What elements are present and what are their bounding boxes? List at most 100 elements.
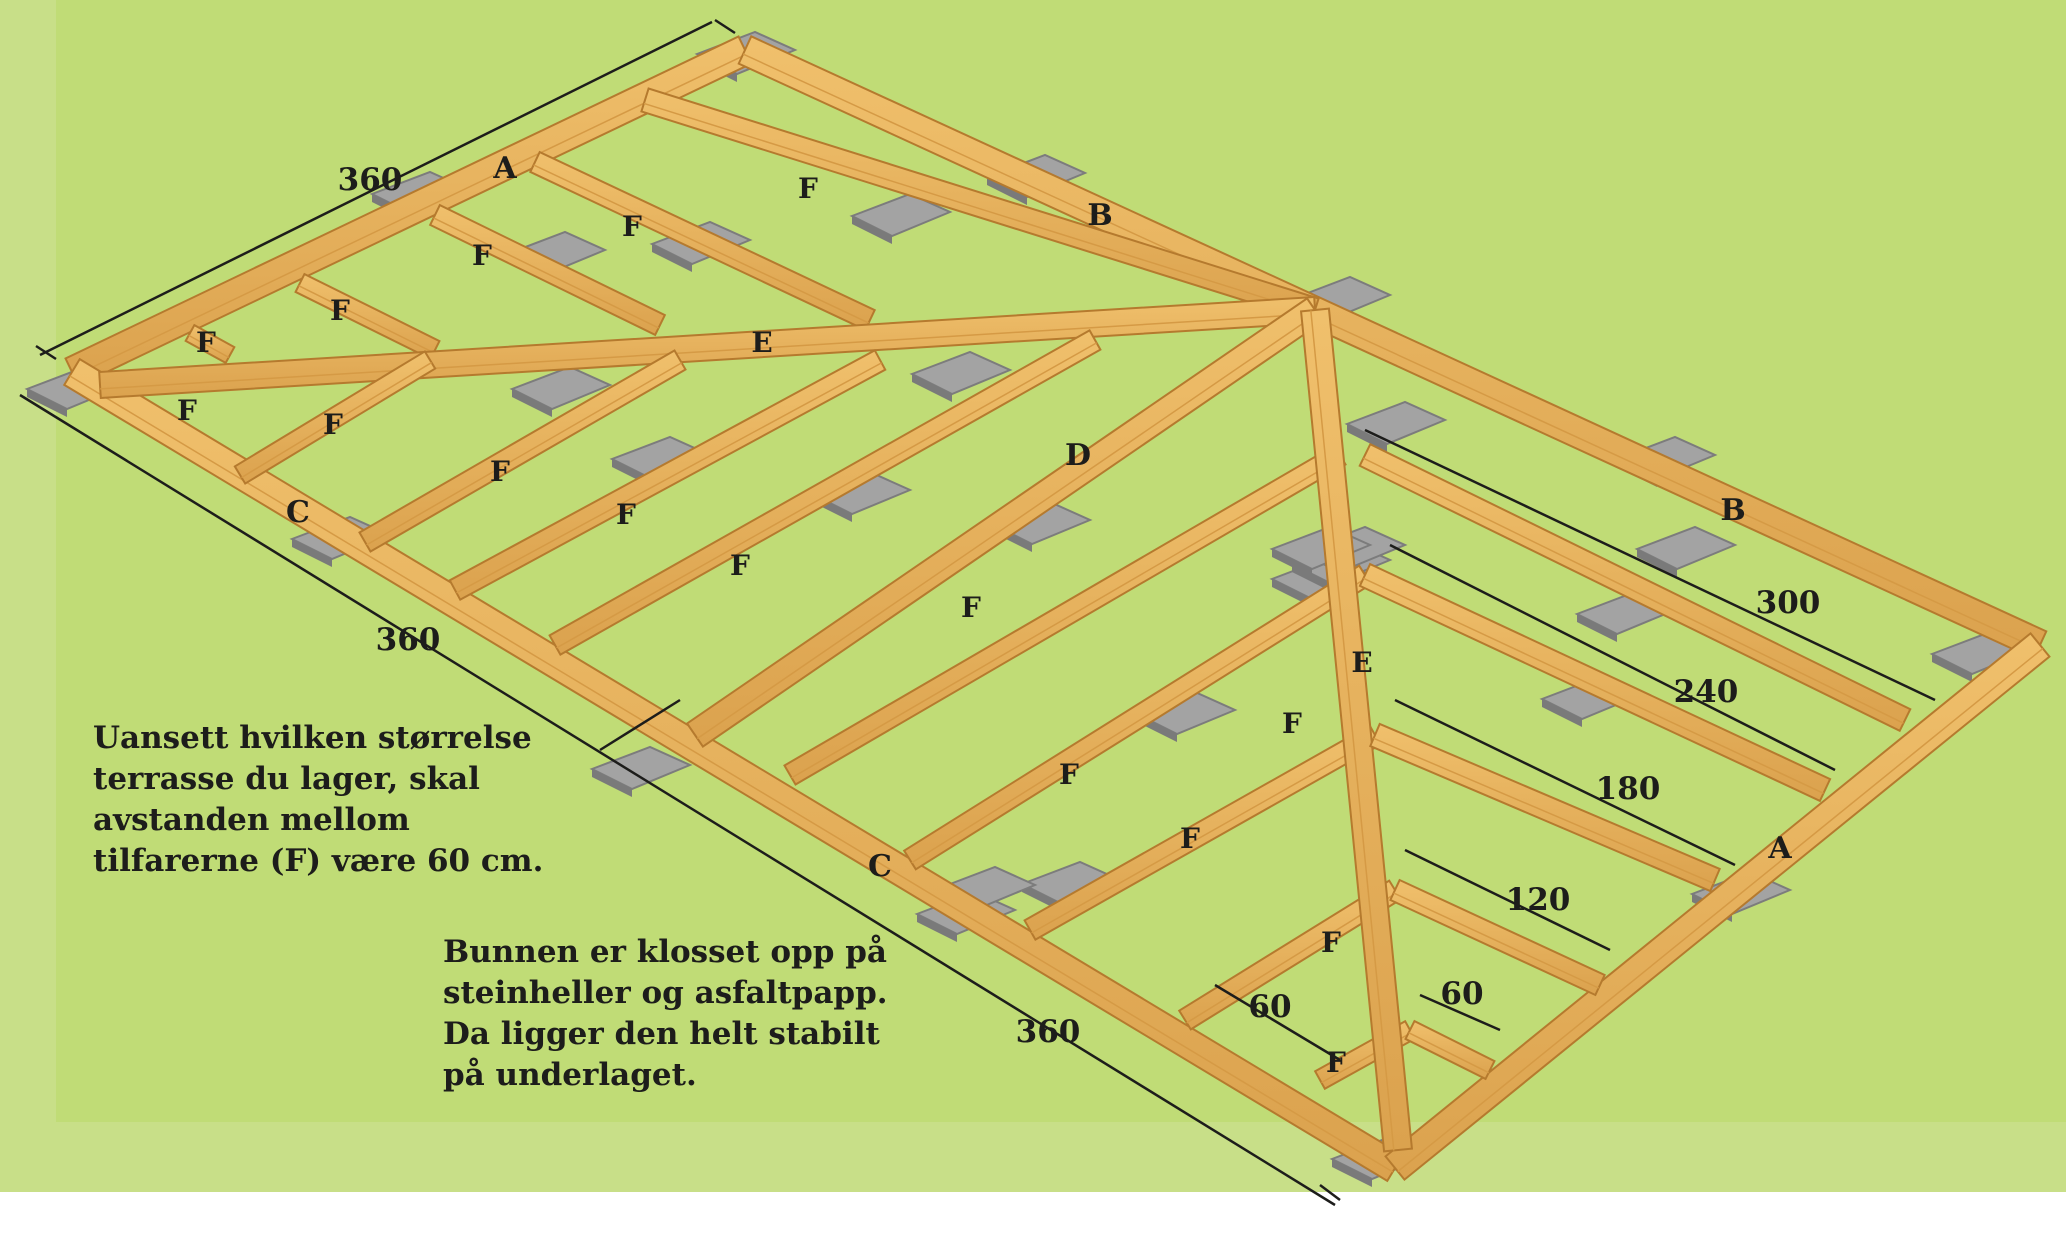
- label-joist-f: F: [330, 294, 350, 327]
- wood-grain: [533, 164, 869, 324]
- label-joist-f: F: [961, 591, 981, 624]
- label-joist-f: F: [616, 498, 636, 531]
- wood-beam: [902, 564, 1373, 871]
- wood-grain: [556, 342, 1097, 649]
- label-joist-f: F: [196, 326, 216, 359]
- label-d60-left: 60: [1248, 989, 1291, 1025]
- wood-grain: [1363, 457, 1904, 724]
- stone-slab-side: [1332, 1159, 1372, 1187]
- label-b-right: B: [1720, 493, 1745, 528]
- label-d60-right: 60: [1440, 976, 1483, 1012]
- label-joist-f: F: [1321, 926, 1341, 959]
- wood-grain: [433, 217, 659, 329]
- dimension-line: [19, 393, 1336, 1207]
- wood-grain: [1373, 737, 1714, 885]
- wood-grain: [791, 457, 1343, 779]
- wood-grain: [1408, 1032, 1489, 1074]
- stone-slab-side: [912, 374, 952, 402]
- label-d300: 300: [1756, 585, 1821, 621]
- label-d180: 180: [1596, 771, 1661, 807]
- dimension-line: [599, 698, 681, 752]
- label-joist-f: F: [323, 408, 343, 441]
- dimension-line: [39, 20, 713, 357]
- wood-grain: [911, 577, 1368, 864]
- wood-grain: [1310, 310, 1395, 1151]
- wood-grain: [366, 362, 683, 546]
- label-joist-f: F: [1180, 822, 1200, 855]
- stone-slab: [849, 192, 953, 238]
- label-e-upper: E: [751, 326, 772, 359]
- label-joist-f: F: [798, 172, 818, 205]
- dimension-line: [1419, 993, 1501, 1032]
- dimension-line: [1394, 698, 1736, 867]
- wood-beam: [1384, 631, 2051, 1182]
- label-d240: 240: [1674, 674, 1739, 710]
- stone-slab-side: [1347, 424, 1387, 452]
- label-b-top: B: [1087, 198, 1112, 233]
- stone-slab-side: [1272, 549, 1312, 577]
- wood-grain: [188, 334, 230, 359]
- stone-slab-side: [1637, 549, 1677, 577]
- stone-slab-side: [852, 216, 892, 244]
- label-c-bottom: C: [868, 849, 892, 884]
- stone-slab-side: [1577, 614, 1617, 642]
- wood-grain: [100, 313, 1316, 390]
- label-e-lower: E: [1351, 646, 1372, 679]
- stone-slab-side: [1932, 654, 1972, 682]
- label-top-left: 360: [338, 162, 403, 198]
- wood-grain: [696, 312, 1318, 740]
- label-bottom: 360: [1016, 1014, 1081, 1050]
- wood-beam: [640, 87, 1320, 323]
- label-joist-f: F: [622, 210, 642, 243]
- wood-beam: [1299, 307, 1414, 1153]
- wood-grain: [456, 362, 882, 594]
- dimension-line: [1214, 983, 1341, 1062]
- dimension-line: [714, 18, 736, 35]
- wood-grain: [742, 53, 2039, 650]
- label-d120: 120: [1506, 882, 1571, 918]
- wood-grain: [73, 53, 748, 377]
- stone-slab-side: [1272, 579, 1312, 607]
- wood-grain: [1397, 647, 2044, 1173]
- label-d: D: [1065, 438, 1091, 473]
- label-joist-f: F: [1282, 707, 1302, 740]
- wood-beam: [685, 297, 1325, 748]
- wood-grain: [69, 375, 1394, 1173]
- dimension-lines: [19, 18, 1936, 1207]
- stone-slab-side: [917, 914, 957, 942]
- dimension-line: [35, 344, 57, 361]
- wood-grain: [298, 285, 434, 354]
- wood-grain: [241, 361, 432, 479]
- label-joist-f: F: [472, 239, 492, 272]
- wood-grain: [643, 102, 1315, 315]
- wood-beam: [1177, 879, 1403, 1031]
- stone-slab-side: [987, 177, 1027, 205]
- label-left: 360: [376, 622, 441, 658]
- label-joist-f: F: [730, 549, 750, 582]
- wood-grain: [1031, 737, 1377, 934]
- label-joist-f: F: [490, 455, 510, 488]
- stone-slab-side: [652, 244, 692, 272]
- stone-slab-side: [27, 389, 67, 417]
- dimension-line: [1389, 543, 1836, 772]
- label-joist-f: F: [177, 394, 197, 427]
- stone-slab-side: [1542, 699, 1582, 727]
- label-joist-f: F: [1059, 758, 1079, 791]
- label-joist-f: F: [1326, 1046, 1346, 1079]
- beams: [62, 35, 2051, 1183]
- stone-slab-side: [292, 539, 332, 567]
- dimension-line: [1404, 848, 1611, 952]
- wood-grain: [1393, 892, 1599, 989]
- wood-grain: [1363, 577, 1824, 794]
- label-a-top: A: [492, 151, 517, 186]
- spacing-caption: Uansett hvilken størrelse terrasse du la…: [93, 720, 544, 879]
- dimension-line: [1319, 1184, 1341, 1201]
- labels: ABBACCDEE3603603603002401801206060FFFFFF…: [177, 151, 1820, 1079]
- stone-slab: [589, 745, 693, 791]
- label-a-right: A: [1767, 831, 1792, 866]
- dimension-line: [1364, 428, 1936, 702]
- foundation-caption: Bunnen er klosset opp på steinheller og …: [443, 934, 888, 1093]
- stone-slab-side: [592, 769, 632, 797]
